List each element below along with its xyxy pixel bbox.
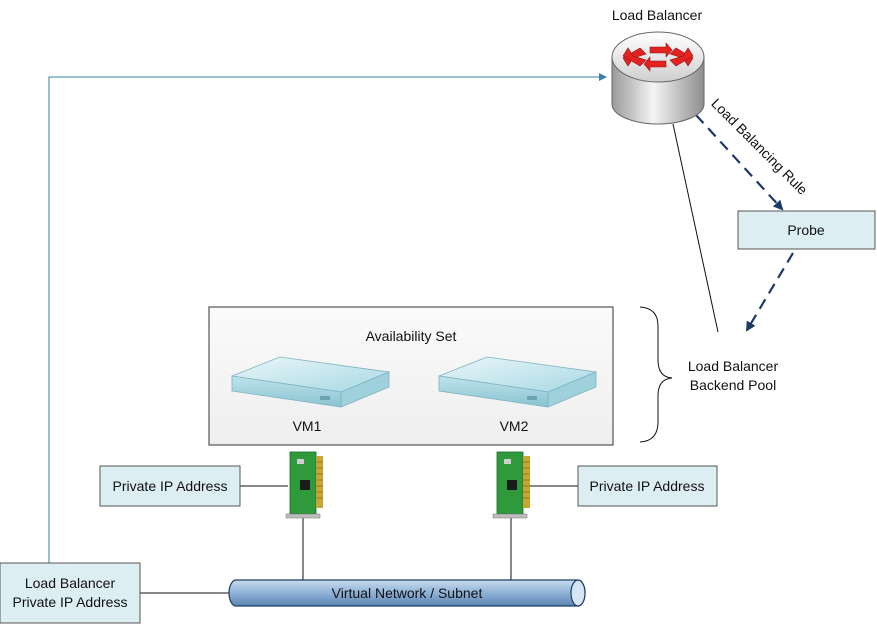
rule-dashed-arrow [695,114,784,211]
vm1-server-icon [230,356,391,408]
private-ip-box-1 [99,465,241,507]
vm2-server-icon [437,356,598,408]
vm1-label: VM1 [293,418,322,434]
lb-private-ip-box [0,562,141,624]
probe-dashed-arrow [745,252,794,332]
load-balancer-icon [611,31,705,125]
virtual-network-label: Virtual Network / Subnet [332,585,483,601]
lb-private-ip-connector [48,73,607,563]
vm2-label: VM2 [500,418,529,434]
private-ip-label-1: Private IP Address [113,478,228,494]
virtual-network-pipe [228,579,586,607]
private-ip-box-2 [577,465,718,507]
backend-pool-brace [639,306,673,443]
backend-pool-label-line1: Load Balancer [688,358,779,374]
load-balancer-label: Load Balancer [612,7,703,23]
lb-private-ip-label-line1: Load Balancer [25,575,116,591]
availability-set-label: Availability Set [366,328,457,344]
lb-to-backend-line [672,123,719,333]
nic1-icon [285,451,323,519]
probe-label: Probe [787,222,825,238]
private-ip-label-2: Private IP Address [590,478,705,494]
lb-private-ip-label-line2: Private IP Address [13,594,128,610]
probe-box [737,210,876,250]
backend-pool-label-line2: Backend Pool [690,377,776,393]
nic2-icon [492,451,530,519]
